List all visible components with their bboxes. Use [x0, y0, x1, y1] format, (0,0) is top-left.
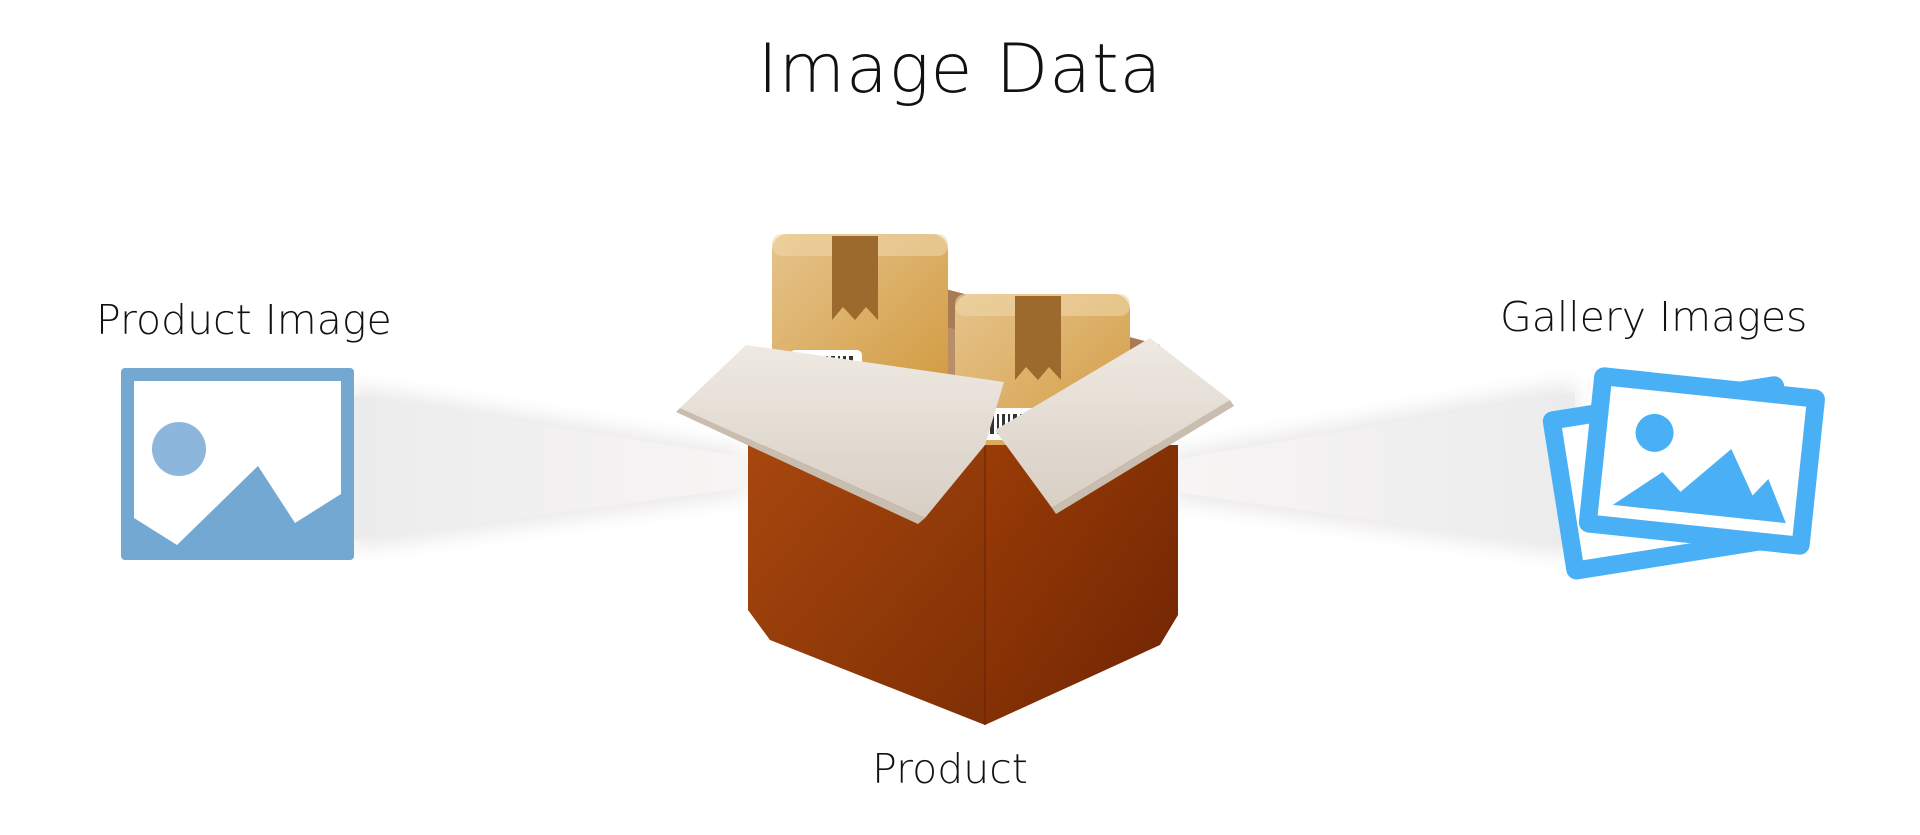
connector-left	[352, 387, 745, 548]
product-image-label: Product Image	[96, 296, 392, 344]
image-placeholder-icon	[121, 368, 354, 560]
product-label: Product	[872, 745, 1028, 793]
product-box-icon	[676, 234, 1234, 725]
gallery-images-label: Gallery Images	[1500, 293, 1808, 341]
connector-right	[1172, 383, 1575, 555]
gallery-images-icon	[1542, 367, 1825, 580]
page-title: Image Data	[757, 30, 1163, 109]
